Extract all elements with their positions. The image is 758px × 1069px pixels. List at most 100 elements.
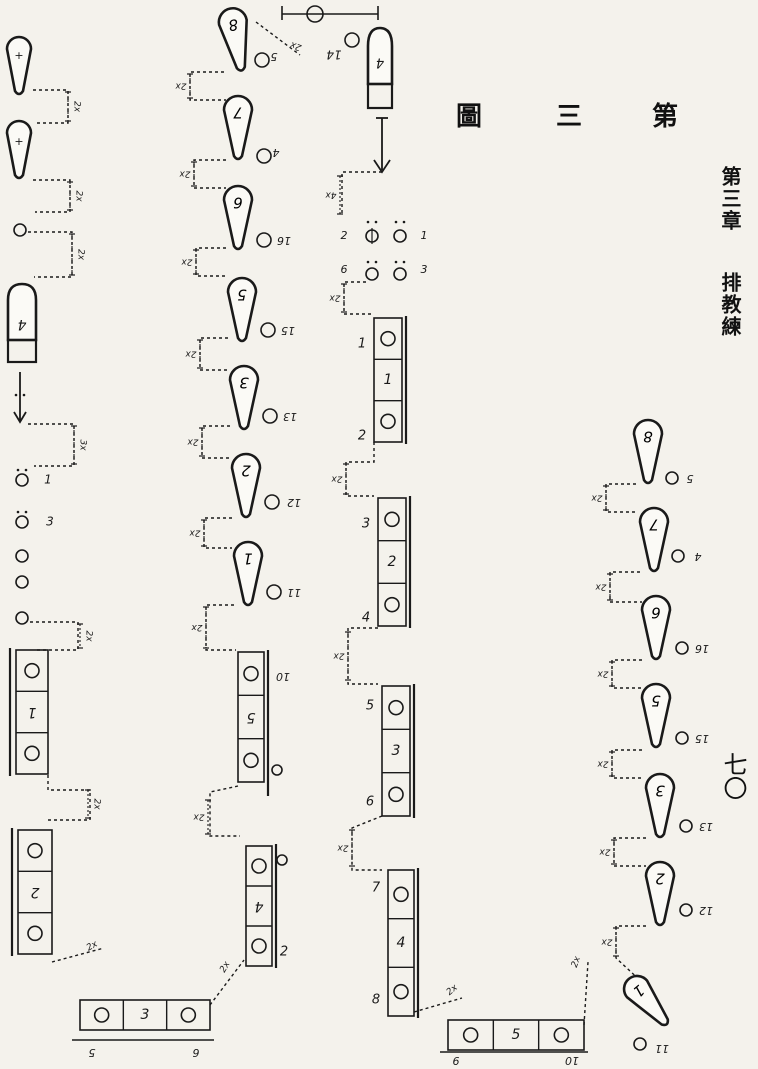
- left-marker: [15, 515, 29, 529]
- block-number: 5: [246, 709, 255, 725]
- block-soldier-marker: [388, 699, 404, 716]
- left-connector: [33, 179, 71, 213]
- block-soldier-marker: [27, 842, 43, 859]
- right-vehicle-1: 1: [622, 974, 670, 1027]
- right-number: 5: [687, 472, 694, 485]
- left-dots: [14, 393, 18, 397]
- left-dots: [24, 468, 28, 472]
- left-connector: [30, 621, 79, 651]
- right-connector: [605, 483, 636, 513]
- block-soldier-marker: [24, 745, 40, 762]
- center-dots: [402, 220, 406, 224]
- right-marker: [679, 819, 693, 833]
- col2-connector: [203, 517, 232, 549]
- left-connector: [28, 423, 75, 467]
- vehicle-base: [366, 82, 394, 110]
- center-number: 4: [362, 611, 370, 626]
- left-number: 3: [46, 515, 54, 529]
- right-number: 16: [695, 642, 709, 655]
- bottom-number: 6: [193, 1046, 200, 1059]
- right-connector: [613, 837, 646, 867]
- right-vehicle-5: 5: [640, 682, 672, 749]
- interval-label: 2x: [92, 798, 102, 810]
- center-dots: [366, 260, 370, 264]
- right-marker: [675, 641, 689, 655]
- vehicle-number: 5: [237, 286, 247, 304]
- center-block-4: [387, 869, 415, 1017]
- block-number: 2: [30, 884, 39, 900]
- left-marker: [15, 575, 29, 589]
- col2-marker: [260, 322, 276, 338]
- block-number: 3: [392, 743, 401, 759]
- center-block-2: [377, 497, 407, 627]
- right-connector: [609, 571, 642, 603]
- col2-number: 11: [287, 586, 301, 599]
- interval-label: 2x: [597, 759, 609, 769]
- left-dots: [16, 468, 20, 472]
- right-marker: [665, 471, 679, 485]
- right-vehicle-7: 7: [638, 506, 670, 573]
- col2-connector: [201, 425, 230, 459]
- vehicle-number: 6: [233, 194, 243, 212]
- col2-connector: [195, 247, 226, 277]
- col2-marker: [276, 854, 288, 866]
- vehicle-number: 2: [655, 870, 665, 888]
- col2-block-5: [237, 651, 265, 783]
- vehicle-number: 4: [376, 55, 384, 70]
- center-number: 1: [358, 337, 366, 352]
- vehicle-number: 2: [241, 462, 251, 480]
- vehicle-outline: [632, 418, 664, 485]
- vehicle-number: 8: [227, 15, 240, 34]
- block-soldier-marker: [388, 786, 404, 803]
- center-dots: [394, 260, 398, 264]
- center-number: 8: [372, 993, 380, 1008]
- interval-label: 2x: [181, 257, 193, 267]
- interval-label: 2x: [595, 582, 607, 592]
- right-marker: [679, 903, 693, 917]
- block-number: 5: [512, 1027, 521, 1043]
- diagonal-connector: [51, 947, 105, 963]
- interval-label: 2x: [191, 622, 203, 632]
- interval-label: 2x: [599, 847, 611, 857]
- col2-vehicle-2: 2: [230, 452, 262, 519]
- col2-marker: [256, 148, 272, 164]
- movement-arrowhead: [13, 411, 27, 424]
- right-number: 11: [655, 1042, 669, 1055]
- center-number: 2: [341, 229, 348, 242]
- page-number: 七〇: [719, 752, 747, 800]
- col2-marker: [256, 232, 272, 248]
- right-marker: [633, 1037, 647, 1051]
- interval-label: 3x: [78, 439, 88, 451]
- interval-label: 2x: [218, 959, 233, 974]
- left-block-1: [15, 649, 49, 775]
- block-soldier-marker: [393, 983, 409, 1000]
- left-block-2: [17, 829, 53, 955]
- block-soldier-marker: [251, 938, 267, 954]
- center-dots: [366, 220, 370, 224]
- vehicle-outline: [230, 452, 262, 519]
- right-vehicle-3: 3: [644, 772, 676, 839]
- right-marker: [671, 549, 685, 563]
- right-vehicle-2: 2: [644, 860, 676, 927]
- diagonal-connector: [583, 961, 589, 1026]
- col2-marker: [254, 52, 270, 68]
- vehicle-number: 1: [243, 550, 253, 568]
- center-marker: [393, 267, 407, 281]
- bottom-number: 9: [453, 1054, 460, 1067]
- interval-label: 2x: [76, 249, 86, 261]
- right-connector: [611, 749, 644, 779]
- vehicle-number: 3: [239, 374, 249, 392]
- vehicle-outline: [226, 276, 258, 343]
- col2-connector: [205, 604, 236, 651]
- block-soldier-marker: [243, 752, 259, 769]
- right-marker: [675, 731, 689, 745]
- col2-number: 10: [276, 670, 290, 683]
- vehicle-number: 6: [651, 604, 661, 622]
- block-number: 4: [397, 935, 406, 951]
- left-vehicle-2: [5, 119, 33, 180]
- figure-title-char-2: 三: [556, 102, 583, 132]
- vehicle-number: 3: [655, 782, 665, 800]
- vehicle-outline: [644, 860, 676, 927]
- center-block-3: [381, 685, 411, 817]
